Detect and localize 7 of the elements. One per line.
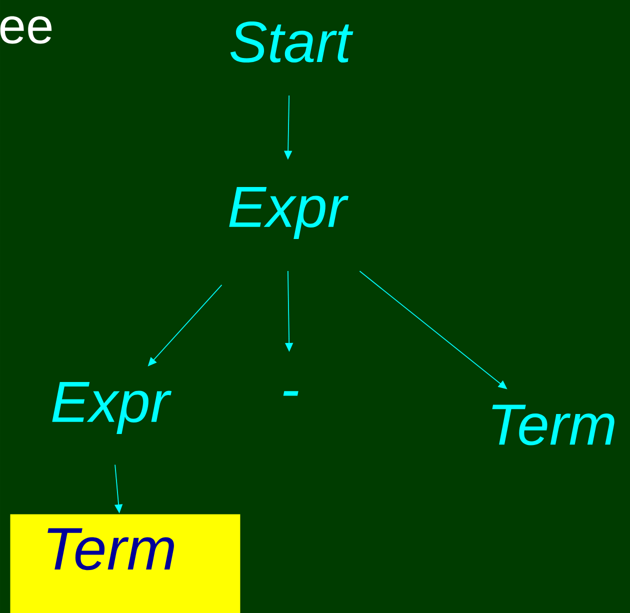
tree-node-label: Term xyxy=(492,404,614,446)
highlight-box: Term xyxy=(10,514,240,613)
tree-node-label: Expr xyxy=(229,187,349,239)
tree-node-label: Start xyxy=(230,21,354,63)
tree-node-label: Expr xyxy=(52,382,172,434)
title: ee xyxy=(0,16,52,44)
tree-node-label: - xyxy=(283,391,298,396)
